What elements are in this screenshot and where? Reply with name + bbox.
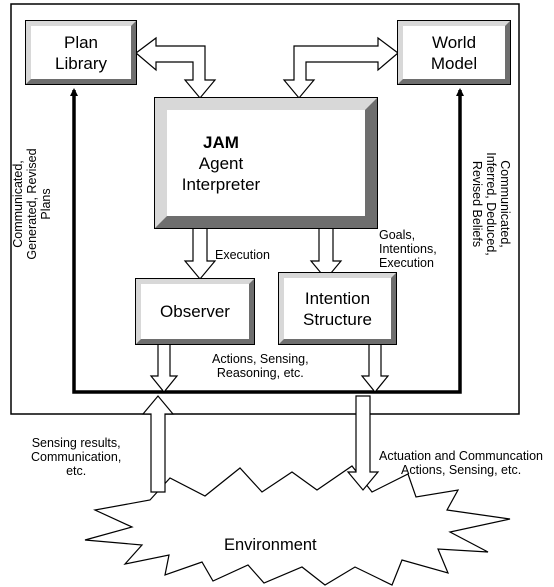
sensing-results-line-2: Communication, xyxy=(31,450,122,464)
observer-out-arrow xyxy=(149,343,179,393)
actuation-label: Actuation and Communcation Actions, Sens… xyxy=(379,449,554,477)
world-model-box: World Model xyxy=(397,20,511,85)
beliefs-side-line-3: Revised Beliefs xyxy=(470,160,484,248)
interpreter-box: JAM Agent Interpreter xyxy=(154,97,378,229)
plans-side-line-2: Generated, Revised xyxy=(25,148,39,260)
intention-structure-line-2: Structure xyxy=(303,309,372,329)
sensing-results-label: Sensing results, Communication, etc. xyxy=(31,436,121,478)
agent-frame xyxy=(10,3,520,415)
intention-structure-box: Intention Structure xyxy=(278,272,397,345)
interpreter-line-1: Agent xyxy=(198,153,244,173)
actuation-down-arrow xyxy=(346,395,380,491)
goals-label-line-2: Intentions, xyxy=(379,242,437,256)
goals-label: Goals, Intentions, Execution xyxy=(379,228,437,270)
goals-label-line-3: Execution xyxy=(379,256,434,270)
interpreter-title: JAM xyxy=(203,132,239,152)
observer-box: Observer xyxy=(135,278,255,345)
environment-label: Environment xyxy=(224,536,317,554)
world-interpreter-arrow xyxy=(282,36,399,99)
actions-label-line-2: Reasoning, etc. xyxy=(216,366,304,380)
goals-label-line-1: Goals, xyxy=(379,228,416,242)
sensing-up-arrow xyxy=(141,395,175,493)
sensing-results-line-3: etc. xyxy=(66,464,87,478)
actuation-line-1: Actuation and Communcation xyxy=(379,449,543,463)
beliefs-side-line-2: Inferred, Deduced, xyxy=(484,152,498,256)
intention-structure-line-1: Intention xyxy=(304,288,371,308)
interpreter-line-2: Interpreter xyxy=(181,174,261,194)
sensing-results-line-1: Sensing results, xyxy=(31,436,121,450)
execution-arrow-intention xyxy=(309,227,343,280)
feedback-line-left xyxy=(70,88,300,394)
actions-label-line-1: Actions, Sensing, xyxy=(212,352,309,366)
execution-label: Execution xyxy=(215,248,270,262)
world-model-line-1: World xyxy=(431,32,477,52)
observer-label: Observer xyxy=(160,302,230,321)
environment-burst xyxy=(84,465,511,586)
actuation-line-2: Actions, Sensing, etc. xyxy=(401,463,522,477)
plan-library-line-1: Plan xyxy=(63,32,99,52)
actions-label: Actions, Sensing, Reasoning, etc. xyxy=(212,352,309,380)
plans-side-line-3: Plans xyxy=(39,188,53,220)
plan-library-box: Plan Library xyxy=(25,20,137,85)
plan-interpreter-arrow xyxy=(135,36,217,99)
execution-arrow-observer xyxy=(183,227,217,280)
plan-library-line-2: Library xyxy=(55,53,107,73)
beliefs-side-label: Communicated, Inferred, Deduced, Revised… xyxy=(470,134,512,274)
world-model-line-2: Model xyxy=(430,53,478,73)
plans-side-label: Communicated, Generated, Revised Plans xyxy=(11,134,53,274)
intention-out-arrow xyxy=(360,343,390,393)
feedback-line-right xyxy=(300,88,464,394)
plans-side-line-1: Communicated, xyxy=(11,160,25,248)
beliefs-side-line-1: Communicated, xyxy=(498,160,512,248)
